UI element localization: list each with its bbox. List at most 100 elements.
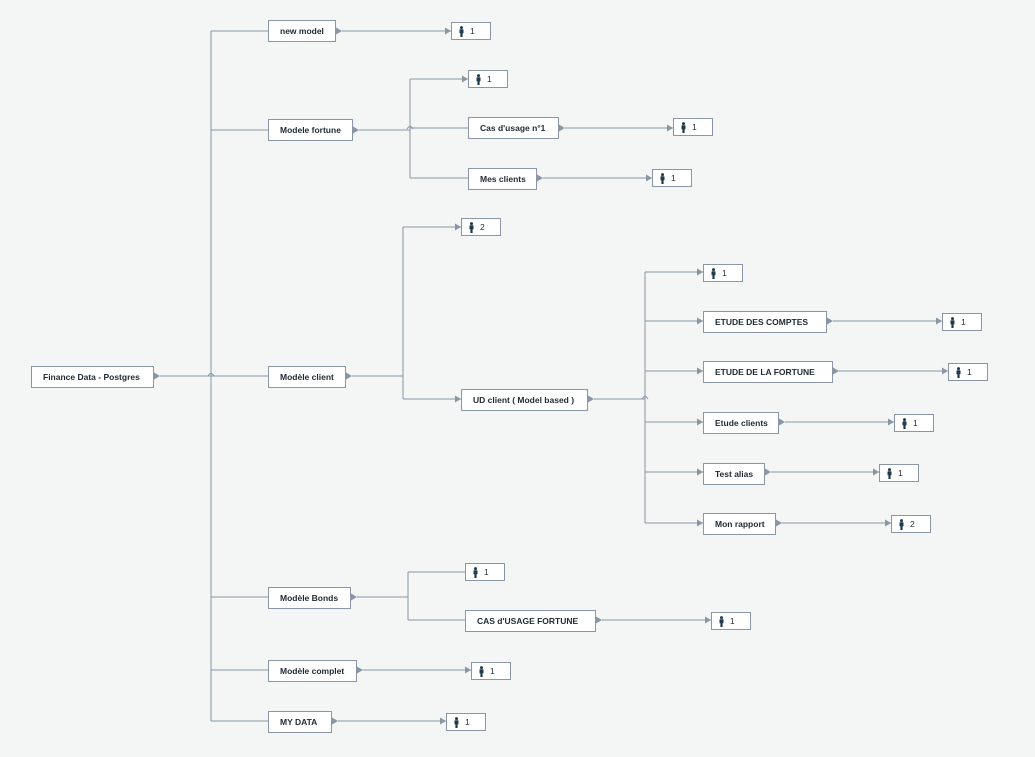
arrowhead [827,317,833,325]
user-count-badge[interactable]: 1 [446,713,486,731]
person-icon [459,25,464,37]
user-count-badge[interactable]: 1 [942,313,982,331]
user-count-badge[interactable]: 1 [948,363,988,381]
line-hop [641,396,649,400]
arrowhead [351,593,357,601]
node-modele-bonds[interactable]: Modèle Bonds [268,587,351,609]
person-icon [660,172,665,184]
person-icon [902,417,907,429]
person-icon [473,566,478,578]
arrowhead [154,372,160,380]
user-count: 1 [470,26,475,36]
arrowhead [596,616,602,624]
user-count-badge[interactable]: 1 [894,414,934,432]
node-etude-des-comptes[interactable]: ETUDE DES COMPTES [703,311,827,333]
arrowhead [346,372,352,380]
user-count: 1 [484,567,489,577]
line-hop [406,126,414,130]
arrowhead [697,519,703,527]
person-icon [454,716,459,728]
arrowhead [646,174,652,182]
arrowhead [455,395,461,403]
node-my-data[interactable]: MY DATA [268,711,332,733]
node-new-model[interactable]: new model [268,20,336,42]
person-icon [681,121,686,133]
node-etude-de-la-fortune[interactable]: ETUDE DE LA FORTUNE [703,361,833,383]
line-hop [207,373,215,377]
arrowhead [336,27,342,35]
arrowhead [588,395,594,403]
user-count: 2 [910,519,915,529]
node-modele-complet[interactable]: Modèle complet [268,660,357,682]
arrowhead [765,468,771,476]
user-count-badge[interactable]: 1 [673,118,713,136]
arrowhead [697,367,703,375]
person-icon [719,615,724,627]
user-count: 1 [671,173,676,183]
user-count-badge[interactable]: 1 [652,169,692,187]
arrowhead [697,317,703,325]
user-count-badge[interactable]: 1 [451,22,491,40]
user-count-badge[interactable]: 1 [703,264,743,282]
arrowhead [357,666,363,674]
arrowhead [667,124,673,132]
node-cas-usage-1[interactable]: Cas d'usage n°1 [468,117,559,139]
user-count: 1 [961,317,966,327]
arrowhead [697,468,703,476]
user-count-badge[interactable]: 2 [891,515,931,533]
person-icon [479,665,484,677]
arrowhead [445,27,451,35]
arrowhead [697,418,703,426]
user-count: 1 [967,367,972,377]
person-icon [899,518,904,530]
node-test-alias[interactable]: Test alias [703,463,765,485]
node-etude-clients[interactable]: Etude clients [703,412,779,434]
node-mon-rapport[interactable]: Mon rapport [703,513,776,535]
person-icon [887,467,892,479]
user-count: 1 [465,717,470,727]
arrowhead [465,666,471,674]
arrowhead [942,367,948,375]
person-icon [711,267,716,279]
user-count: 2 [480,222,485,232]
person-icon [469,221,474,233]
user-count: 1 [730,616,735,626]
arrowhead [833,367,839,375]
arrowhead [353,126,359,134]
arrowhead [885,519,891,527]
arrowhead [537,174,543,182]
user-count: 1 [913,418,918,428]
user-count: 1 [490,666,495,676]
arrowhead [440,717,446,725]
user-count-badge[interactable]: 1 [879,464,919,482]
arrowhead [455,223,461,231]
user-count-badge[interactable]: 2 [461,218,501,236]
user-count-badge[interactable]: 1 [465,563,505,581]
arrowhead [462,75,468,83]
node-modele-fortune[interactable]: Modele fortune [268,119,353,141]
arrowhead [705,616,711,624]
arrowhead [559,124,565,132]
node-finance-data-postgres[interactable]: Finance Data - Postgres [31,366,154,388]
person-icon [956,366,961,378]
arrowhead [936,317,942,325]
person-icon [476,73,481,85]
arrowhead [776,519,782,527]
user-count-badge[interactable]: 1 [471,662,511,680]
user-count: 1 [722,268,727,278]
arrowhead [779,418,785,426]
node-ud-client[interactable]: UD client ( Model based ) [461,389,588,411]
user-count-badge[interactable]: 1 [468,70,508,88]
node-cas-usage-fortune[interactable]: CAS d'USAGE FORTUNE [465,610,596,632]
user-count-badge[interactable]: 1 [711,612,751,630]
user-count: 1 [487,74,492,84]
person-icon [950,316,955,328]
arrowhead [697,268,703,276]
arrowhead [332,717,338,725]
node-mes-clients[interactable]: Mes clients [468,168,537,190]
arrowhead [873,468,879,476]
user-count: 1 [692,122,697,132]
node-modele-client[interactable]: Modèle client [268,366,346,388]
user-count: 1 [898,468,903,478]
